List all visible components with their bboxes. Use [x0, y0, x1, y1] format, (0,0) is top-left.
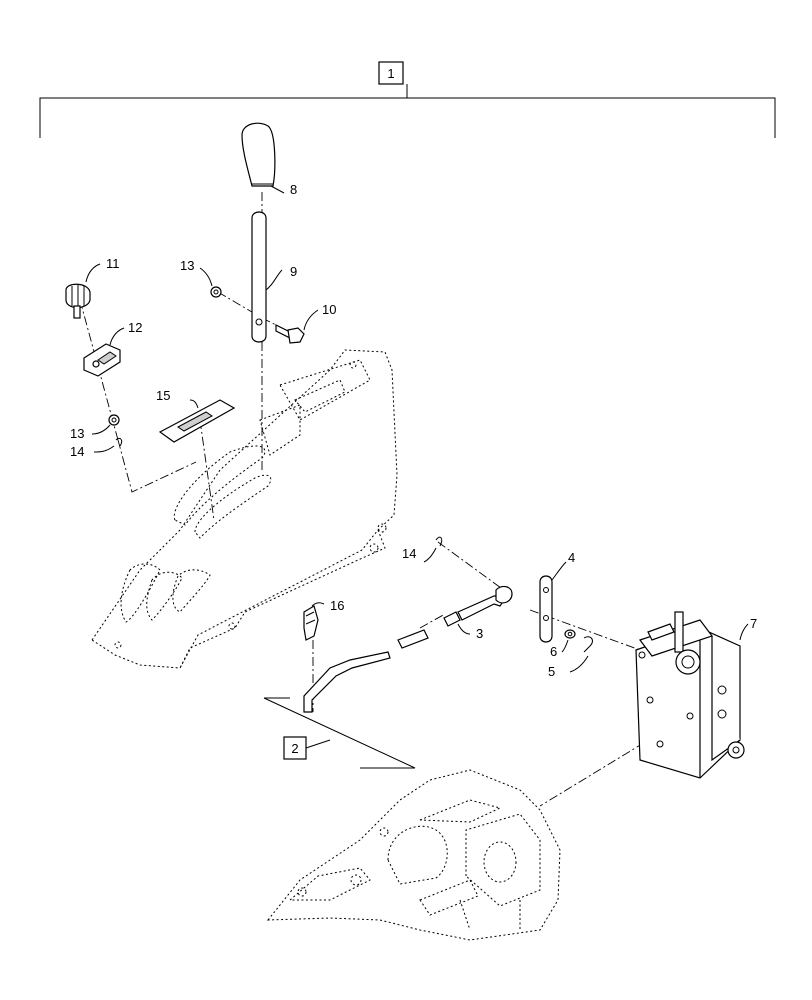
nut-upper: 13 — [180, 258, 222, 298]
callout-4: 4 — [568, 550, 575, 565]
callout-7: 7 — [750, 616, 757, 631]
shift-rod: 3 — [303, 585, 513, 713]
callout-6: 6 — [550, 644, 557, 659]
shift-lever: 9 — [251, 211, 297, 343]
bolt: 10 — [275, 302, 336, 344]
callout-8: 8 — [290, 182, 297, 197]
nut-lower: 13 — [70, 414, 120, 441]
cotter-pin: 5 — [548, 636, 593, 679]
callout-15: 15 — [156, 388, 170, 403]
lever-knob: 8 — [241, 122, 297, 197]
callout-3: 3 — [476, 626, 483, 641]
callout-1: 1 — [387, 66, 394, 81]
subassembly-bracket: 2 — [263, 697, 416, 769]
callout-16: 16 — [330, 598, 344, 613]
callout-14-left: 14 — [70, 444, 84, 459]
callout-13-lower: 13 — [70, 426, 84, 441]
washer: 6 — [550, 629, 576, 659]
transmission-housing — [266, 769, 561, 941]
callout-10: 10 — [322, 302, 336, 317]
console-housing — [91, 349, 398, 669]
retainer-clip-left: 14 — [70, 437, 123, 459]
callout-14-right: 14 — [402, 546, 416, 561]
alignment-lines — [79, 192, 689, 807]
callout-12: 12 — [128, 320, 142, 335]
retainer-clip-right: 14 — [402, 536, 443, 563]
assembly-bracket: 1 — [39, 61, 776, 138]
callout-2: 2 — [291, 741, 298, 756]
callout-11: 11 — [106, 256, 120, 271]
callout-5: 5 — [548, 664, 555, 679]
thumb-screw: 11 — [65, 256, 120, 319]
selector-bracket: 7 — [635, 611, 757, 779]
spring-clip: 16 — [303, 598, 344, 641]
link-plate: 4 — [539, 550, 575, 643]
callout-13-upper: 13 — [180, 258, 194, 273]
decal: 15 — [156, 388, 236, 443]
callout-9: 9 — [290, 264, 297, 279]
clip-bracket: 12 — [83, 320, 142, 377]
